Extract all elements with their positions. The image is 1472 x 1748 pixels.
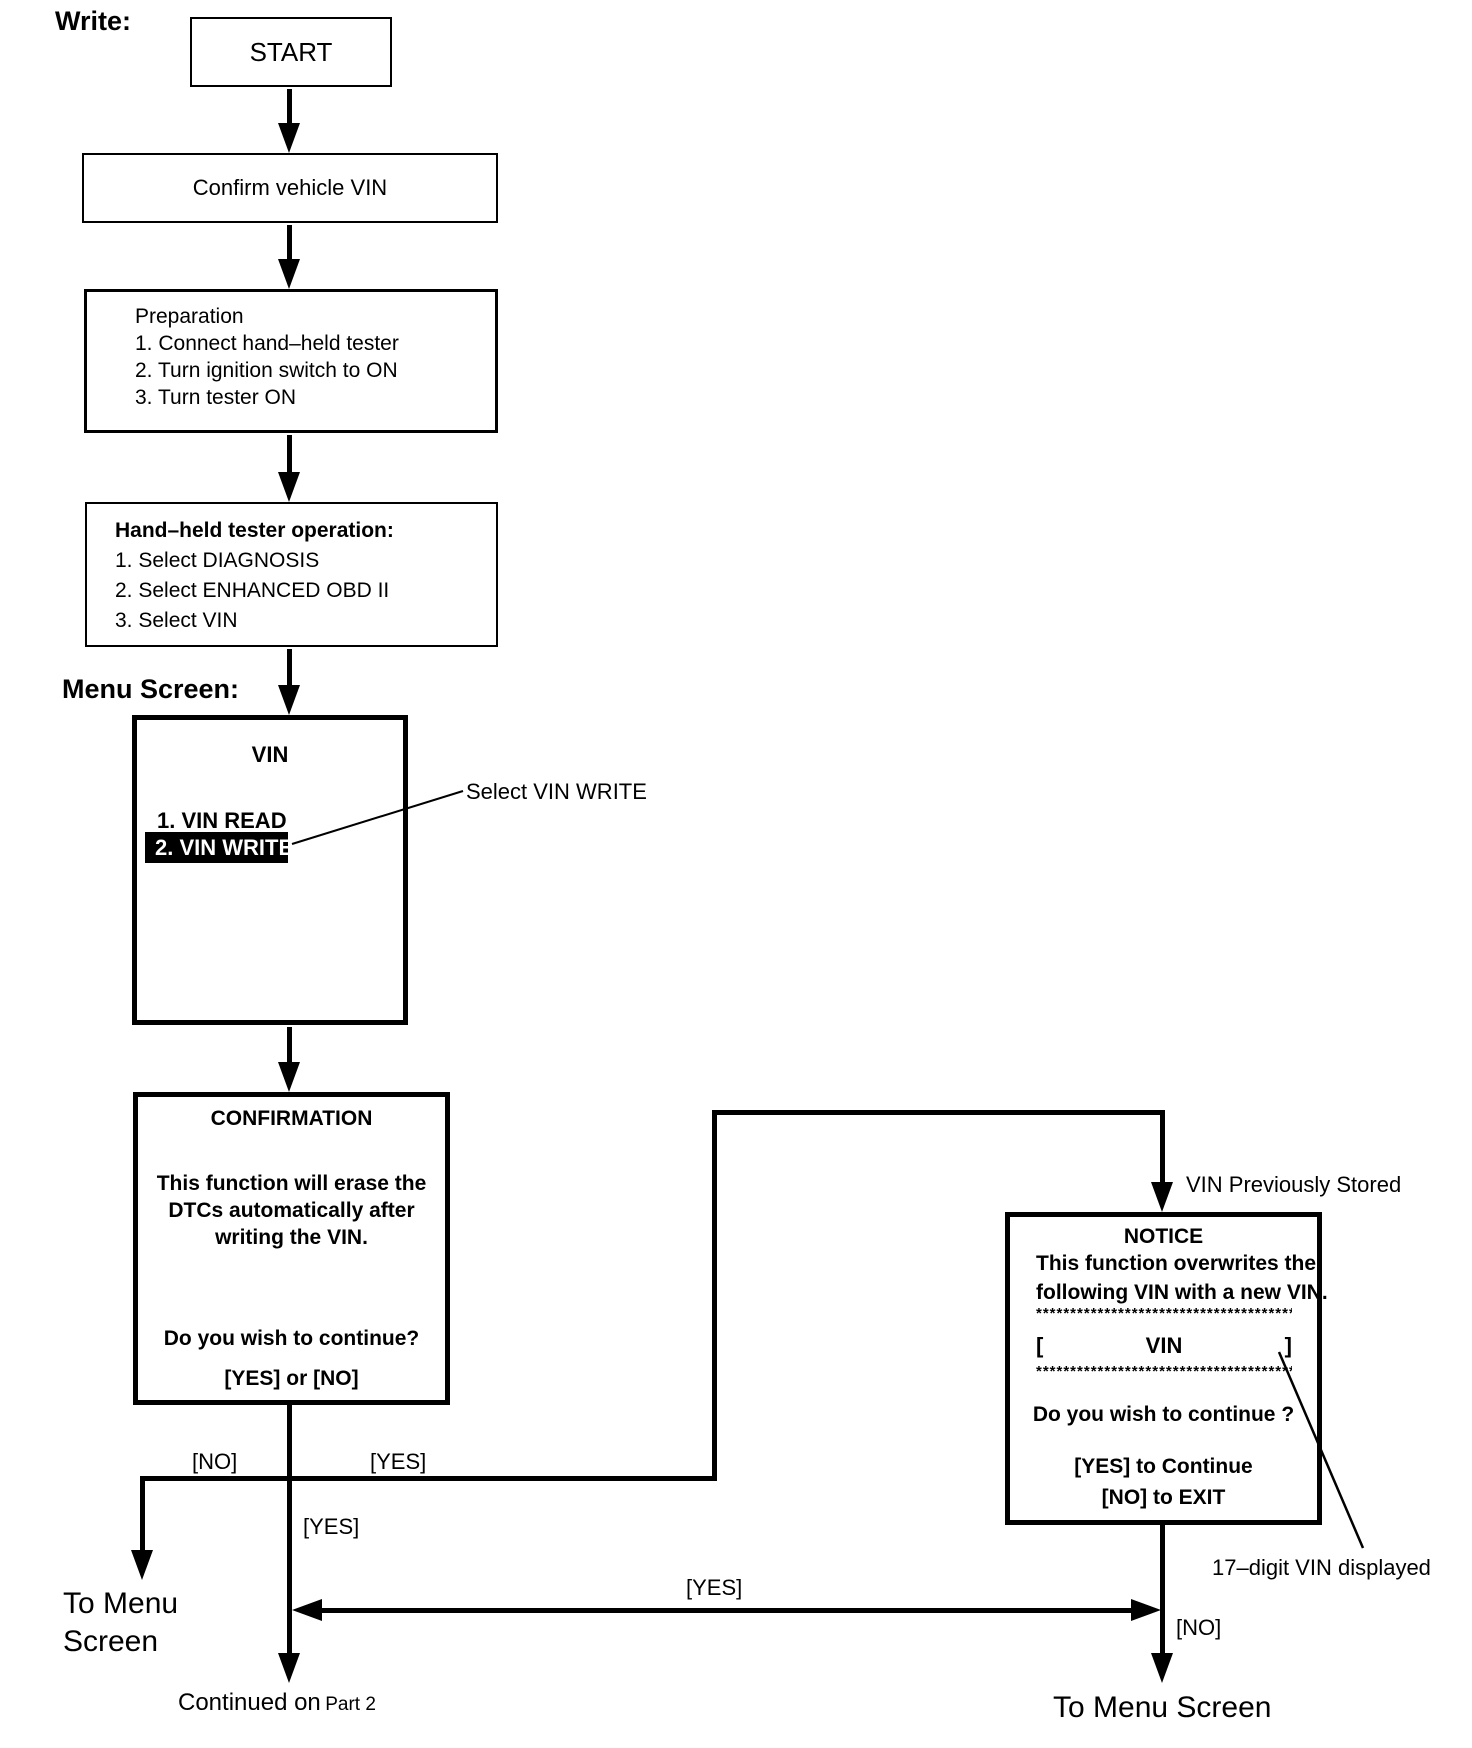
edge-label-yes-right: [YES] bbox=[370, 1449, 427, 1474]
start-node: START bbox=[190, 17, 392, 87]
continued-on-part2: Continued on Part 2 bbox=[178, 1689, 376, 1717]
arrowhead-yes-long-left bbox=[292, 1599, 322, 1621]
confirm-vin-label: Confirm vehicle VIN bbox=[192, 175, 388, 200]
to-menu-screen-left-line1: To Menu bbox=[63, 1587, 179, 1620]
tester-step-2: 2. Select ENHANCED OBD II bbox=[115, 579, 390, 602]
write-section-label: Write: bbox=[55, 6, 132, 36]
connector-confirmation-to-part2 bbox=[287, 1405, 292, 1653]
preparation-title: Preparation bbox=[135, 305, 244, 328]
connector-vin-menu-to-confirmation bbox=[287, 1027, 292, 1064]
notice-screen: NOTICE This function overwrites the foll… bbox=[1005, 1212, 1328, 1525]
continued-on-text: Continued on bbox=[178, 1689, 321, 1716]
vin-menu-item-read: 1. VIN READ bbox=[157, 808, 287, 833]
confirmation-body-line-3: writing the VIN. bbox=[215, 1226, 368, 1249]
vin-menu-screen: VIN 1. VIN READ 2. VIN WRITE bbox=[132, 715, 408, 1025]
arrowhead-preparation-to-tester bbox=[278, 472, 300, 502]
vin-menu-item-write-highlighted: 2. VIN WRITE bbox=[145, 832, 293, 863]
notice-vin-row: [ VIN ] bbox=[1036, 1333, 1292, 1359]
tester-operation-title: Hand–held tester operation: bbox=[115, 519, 394, 542]
connector-no-to-menu-screen bbox=[140, 1476, 145, 1552]
notice-body-line-2: following VIN with a new VIN. bbox=[1036, 1281, 1328, 1304]
notice-vin-open-bracket: [ bbox=[1036, 1333, 1044, 1358]
confirmation-screen: CONFIRMATION This function will erase th… bbox=[133, 1092, 450, 1405]
menu-screen-label: Menu Screen: bbox=[62, 674, 240, 704]
notice-vin-close-bracket: ] bbox=[1284, 1333, 1292, 1358]
tester-step-1: 1. Select DIAGNOSIS bbox=[115, 549, 320, 572]
tester-step-3: 3. Select VIN bbox=[115, 609, 238, 632]
preparation-node: Preparation 1. Connect hand–held tester … bbox=[84, 289, 498, 433]
arrowhead-to-part2 bbox=[278, 1653, 300, 1683]
arrowhead-tester-to-vin-menu bbox=[278, 685, 300, 715]
connector-tester-to-vin-menu bbox=[287, 649, 292, 687]
edge-label-no-right: [NO] bbox=[1176, 1615, 1222, 1640]
arrowhead-start-to-confirm bbox=[278, 123, 300, 153]
connector-confirm-to-preparation bbox=[287, 225, 292, 261]
notice-yes-line: [YES] to Continue bbox=[1074, 1455, 1253, 1478]
start-node-label: START bbox=[249, 36, 333, 67]
connector-notice-to-menu-screen bbox=[1160, 1525, 1165, 1655]
arrowhead-no-to-menu-screen bbox=[131, 1550, 153, 1580]
confirmation-title: CONFIRMATION bbox=[210, 1107, 373, 1130]
confirmation-options: [YES] or [NO] bbox=[224, 1367, 359, 1390]
confirmation-body-line-1: This function will erase the bbox=[156, 1172, 427, 1195]
connector-yes-top-horizontal bbox=[712, 1110, 1165, 1115]
tester-operation-node: Hand–held tester operation: 1. Select DI… bbox=[85, 502, 498, 647]
notice-question: Do you wish to continue ? bbox=[1032, 1403, 1295, 1426]
connector-yes-riser bbox=[712, 1110, 717, 1481]
preparation-step-2: 2. Turn ignition switch to ON bbox=[135, 359, 398, 382]
to-menu-screen-left: To Menu Screen bbox=[63, 1585, 178, 1661]
seventeen-digit-vin-annotation: 17–digit VIN displayed bbox=[1212, 1555, 1431, 1580]
arrowhead-confirm-to-preparation bbox=[278, 259, 300, 289]
preparation-step-3: 3. Turn tester ON bbox=[135, 386, 297, 409]
notice-asterisk-row-top: **************************************** bbox=[1036, 1305, 1292, 1322]
notice-body-line-1: This function overwrites the bbox=[1036, 1252, 1317, 1275]
vin-previously-stored-annotation: VIN Previously Stored bbox=[1186, 1172, 1402, 1197]
part2-text: Part 2 bbox=[325, 1694, 376, 1715]
connector-start-to-confirm bbox=[287, 89, 292, 125]
to-menu-screen-left-line2: Screen bbox=[63, 1625, 159, 1658]
notice-asterisk-row-bottom: **************************************** bbox=[1036, 1363, 1292, 1380]
edge-label-no-left: [NO] bbox=[192, 1449, 238, 1474]
confirm-vin-node: Confirm vehicle VIN bbox=[82, 153, 498, 223]
confirmation-body-line-2: DTCs automatically after bbox=[168, 1199, 415, 1222]
arrowhead-vin-menu-to-confirmation bbox=[278, 1062, 300, 1092]
select-vin-write-annotation: Select VIN WRITE bbox=[466, 779, 647, 804]
connector-drop-to-notice bbox=[1160, 1110, 1165, 1184]
confirmation-question: Do you wish to continue? bbox=[163, 1327, 420, 1350]
notice-title: NOTICE bbox=[1123, 1225, 1204, 1248]
branch-line-yes-no bbox=[140, 1476, 717, 1481]
connector-yes-long bbox=[320, 1608, 1132, 1613]
arrowhead-notice-to-menu-screen bbox=[1151, 1653, 1173, 1683]
notice-no-line: [NO] to EXIT bbox=[1101, 1486, 1226, 1509]
preparation-step-1: 1. Connect hand–held tester bbox=[135, 332, 399, 355]
arrowhead-into-notice bbox=[1151, 1182, 1173, 1212]
connector-preparation-to-tester bbox=[287, 435, 292, 474]
to-menu-screen-right: To Menu Screen bbox=[1053, 1691, 1272, 1724]
notice-vin-label: VIN bbox=[1145, 1333, 1183, 1358]
edge-label-yes-center: [YES] bbox=[303, 1514, 360, 1539]
arrowhead-yes-long-right bbox=[1131, 1599, 1161, 1621]
edge-label-yes-long: [YES] bbox=[686, 1575, 743, 1600]
vin-menu-title: VIN bbox=[251, 742, 289, 767]
